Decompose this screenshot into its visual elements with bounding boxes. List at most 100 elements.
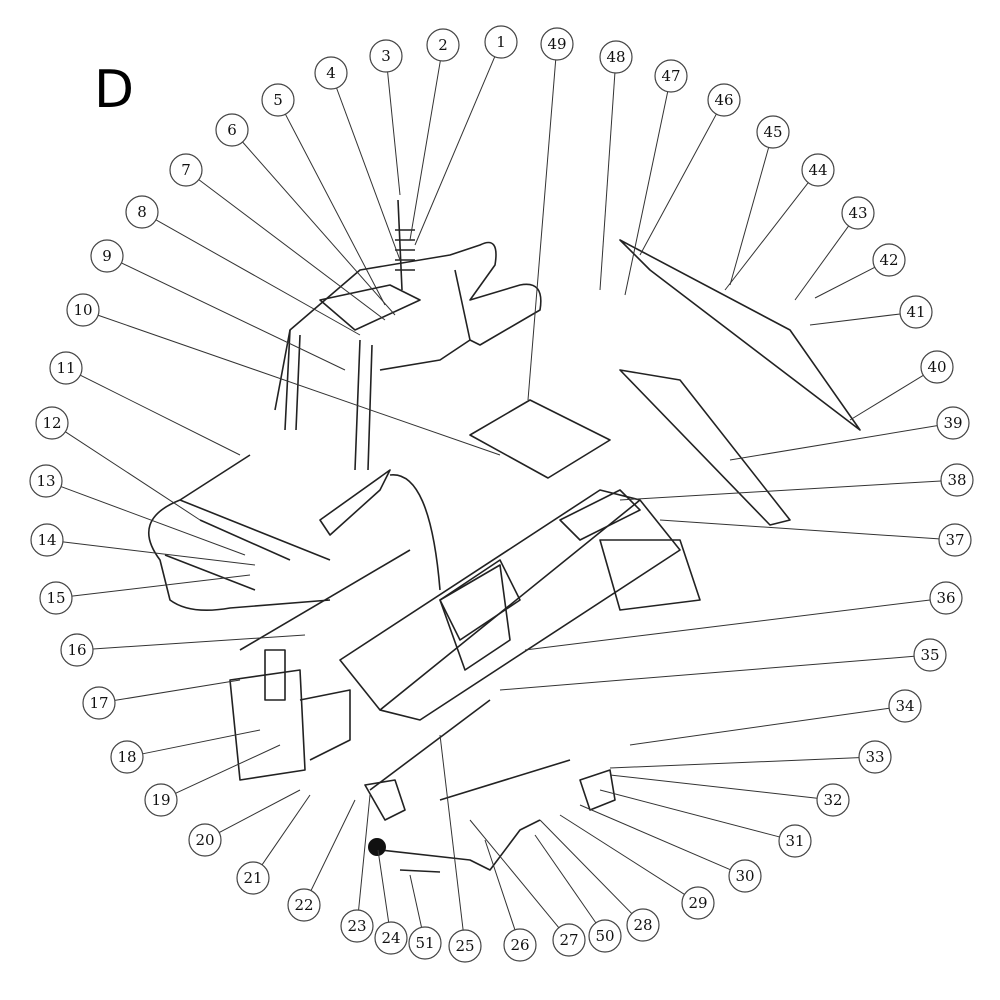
callout-31: 31 [778,824,812,858]
leader-line-28 [539,819,633,914]
callout-number: 19 [151,791,170,809]
callout-number: 16 [67,641,86,659]
callout-circle [49,351,83,385]
callout-number: 2 [438,36,448,54]
callout-circle [654,59,688,93]
callout-number: 14 [37,531,56,549]
callout-24: 24 [374,921,408,955]
callout-circle [626,908,660,942]
leader-line-29 [559,814,685,895]
callout-circle [599,40,633,74]
callout-circle [340,909,374,943]
callout-21: 21 [236,861,270,895]
callout-circle [82,686,116,720]
callout-36: 36 [929,581,963,615]
callout-number: 30 [735,867,754,885]
callout-30: 30 [728,859,762,893]
callout-number: 40 [927,358,946,376]
callout-circle [374,921,408,955]
leader-line-10 [97,314,501,456]
callout-number: 42 [879,251,898,269]
leader-line-43 [794,225,850,301]
fuel-tank-bracket [439,564,511,671]
callout-number: 17 [89,694,108,712]
callout-circle [60,633,94,667]
callout-number: 34 [895,697,914,715]
callout-circle [929,581,963,615]
callout-12: 12 [35,406,69,440]
callout-circle [841,196,875,230]
callout-17: 17 [82,686,116,720]
callout-circle [261,83,295,117]
callout-6: 6 [215,113,249,147]
callout-number: 5 [273,91,283,109]
linkage-rod-2 [439,759,571,801]
callout-circle [778,824,812,858]
callout-circle [588,919,622,953]
callout-circle [215,113,249,147]
leader-line-5 [284,113,386,306]
callout-18: 18 [110,740,144,774]
callout-37: 37 [938,523,972,557]
linkage-plate-right [579,769,616,811]
callout-number: 27 [559,931,578,949]
leader-line-2 [409,60,441,241]
leader-line-19 [175,744,281,794]
callout-number: 44 [808,161,827,179]
front-spindle [229,649,351,781]
leader-line-9 [121,262,346,371]
callout-26: 26 [503,928,537,962]
leader-line-42 [814,266,875,299]
leader-line-15 [71,574,251,597]
callout-number: 20 [195,831,214,849]
knob [368,838,386,856]
callout-circle [801,153,835,187]
callout-16: 16 [60,633,94,667]
callout-46: 46 [707,83,741,117]
rear-frame [599,539,701,611]
callout-39: 39 [936,406,970,440]
leader-line-37 [659,519,940,540]
callout-43: 43 [841,196,875,230]
pin-51 [399,869,441,873]
spring [395,199,415,291]
callout-27: 27 [552,923,586,957]
callout-circle [681,886,715,920]
callout-number: 46 [714,91,733,109]
leader-line-45 [729,147,770,286]
leader-line-17 [114,679,241,701]
callout-circle [540,27,574,61]
callout-number: 33 [865,748,884,766]
callout-34: 34 [888,689,922,723]
rear-side-rail [619,369,791,526]
callout-number: 31 [785,832,804,850]
callout-circle [35,406,69,440]
leader-line-13 [60,486,246,556]
callout-number: 7 [181,161,191,179]
callout-circle [39,581,73,615]
callout-circle [314,56,348,90]
callout-circle [236,861,270,895]
callout-47: 47 [654,59,688,93]
front-axle [239,549,411,651]
leader-line-1 [414,56,496,246]
callout-number: 51 [415,934,434,952]
callout-number: 1 [496,33,506,51]
callout-51: 51 [408,926,442,960]
callout-circle [66,293,100,327]
callout-circle [816,783,850,817]
callout-number: 23 [347,917,366,935]
roll-bar-leg [284,329,471,471]
leader-line-39 [729,425,938,461]
callout-number: 29 [688,894,707,912]
leader-line-8 [155,219,361,336]
callout-circle [913,638,947,672]
callout-25: 25 [448,929,482,963]
callout-number: 41 [906,303,925,321]
callout-42: 42 [872,243,906,277]
callout-circle [899,295,933,329]
leader-line-38 [619,480,942,501]
leader-line-7 [198,179,386,321]
leader-line-30 [579,804,731,871]
